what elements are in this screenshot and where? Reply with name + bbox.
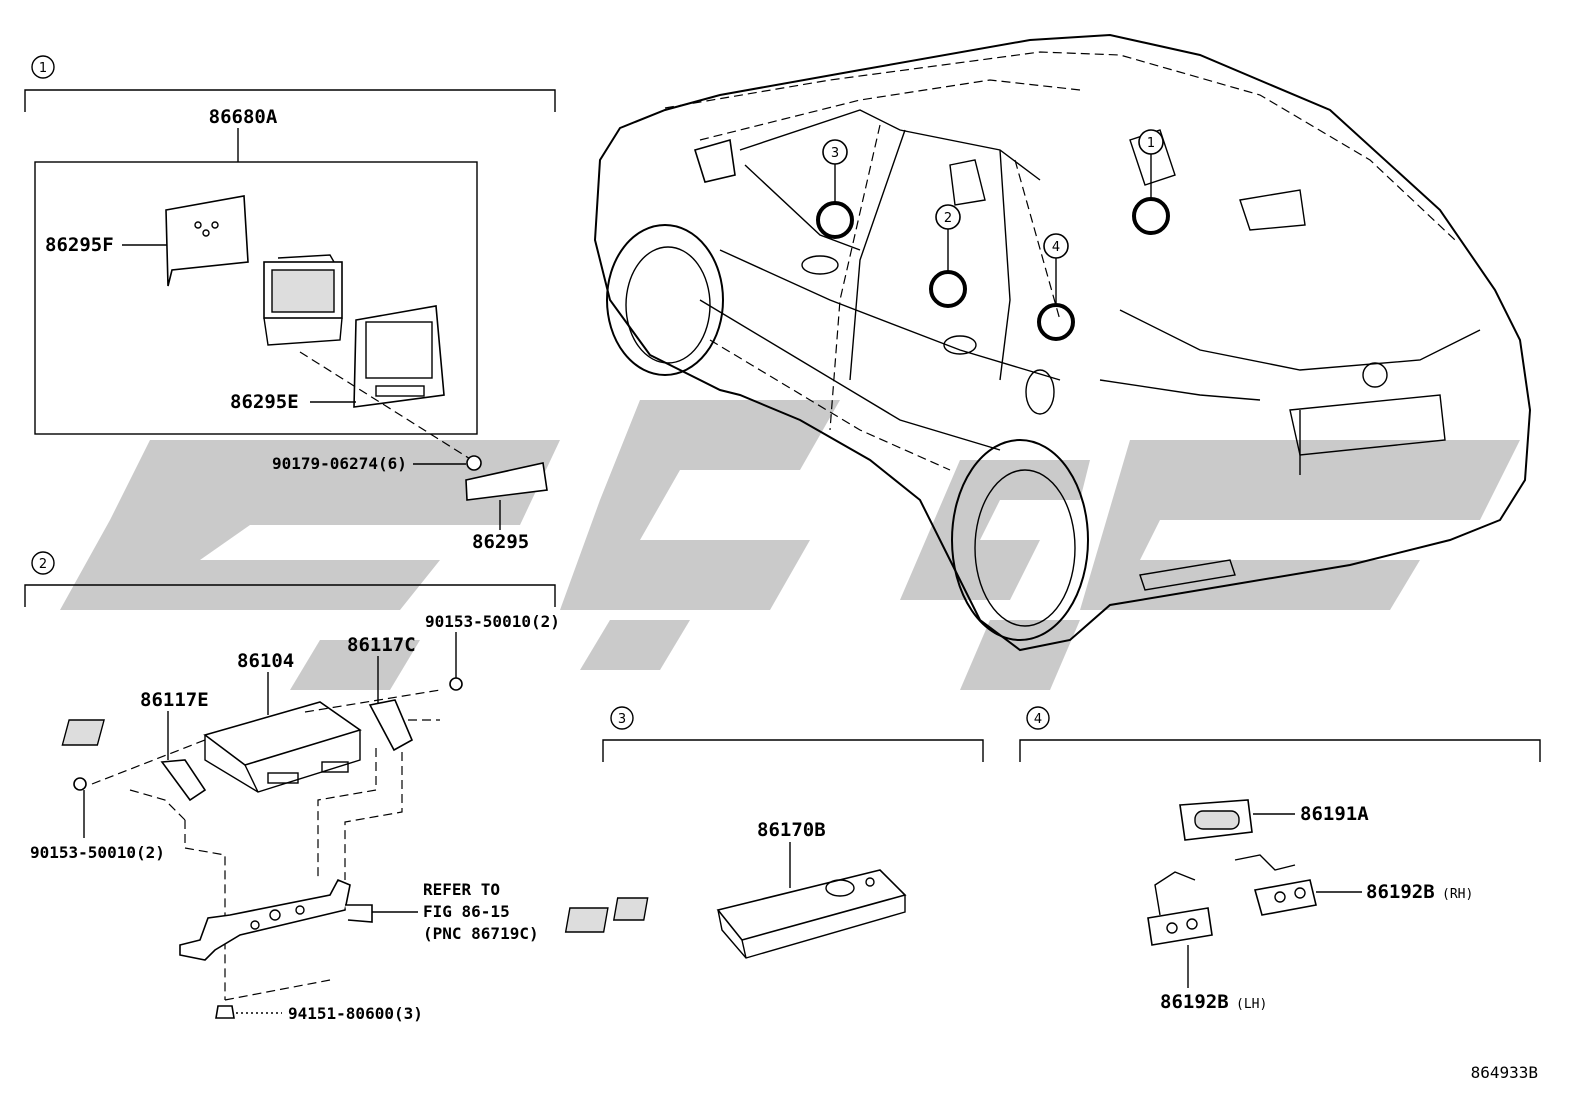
label-86117C: 86117C [347, 634, 416, 656]
screw-90179 [466, 455, 482, 471]
label-90179-06274: 90179-06274(6) [272, 454, 407, 473]
vehicle-location-3 [816, 201, 854, 239]
bracket-86117E [160, 759, 207, 802]
label-rh: (RH) [1442, 887, 1473, 902]
section-2-number: 2 [39, 557, 47, 572]
section-3: 3 86170B [564, 706, 984, 959]
section-4-number: 4 [1034, 712, 1042, 727]
vehicle-callout-4: 4 [1052, 240, 1060, 255]
vehicle-callout-2: 2 [944, 211, 952, 226]
bolt-90153-left [73, 777, 87, 791]
section-3-number: 3 [618, 712, 626, 727]
watermark-logo [60, 400, 1520, 690]
lower-bracket [179, 878, 373, 961]
label-86170B: 86170B [757, 819, 826, 841]
label-90153-left: 90153-50010(2) [30, 843, 165, 862]
label-lh: (LH) [1236, 997, 1267, 1012]
label-86295E: 86295E [230, 391, 299, 413]
vehicle-location-2 [929, 270, 967, 308]
remote-control-86170B [564, 869, 907, 959]
section-3-bracket [602, 739, 984, 762]
badge-86295 [465, 462, 548, 501]
label-86295F: 86295F [45, 234, 114, 256]
bolt-90153-top [449, 677, 463, 691]
label-94151: 94151-80600(3) [288, 1004, 423, 1023]
label-86104: 86104 [237, 650, 294, 672]
section-3-marker [610, 706, 634, 730]
vehicle-location-4 [1037, 303, 1075, 341]
section-4-bracket [1019, 739, 1541, 762]
switch-86192B-lh [1147, 871, 1213, 946]
label-86192B-lh: 86192B [1160, 991, 1229, 1013]
bezel-86295E [353, 305, 445, 408]
section-2-marker [31, 551, 55, 575]
label-86680A: 86680A [209, 106, 278, 128]
section-1-marker [31, 55, 55, 79]
vehicle-callout-3: 3 [831, 146, 839, 161]
label-refer-3: (PNC 86719C) [423, 924, 539, 943]
section-2-bracket [24, 584, 556, 607]
bracket-86117C [368, 699, 414, 752]
vehicle-illustration: 3 2 4 1 [593, 33, 1532, 652]
label-90153-top: 90153-50010(2) [425, 612, 560, 631]
label-refer-2: FIG 86-15 [423, 902, 510, 921]
figure-id: 864933B [1471, 1063, 1538, 1082]
label-86295: 86295 [472, 531, 529, 553]
ecu-86104 [61, 701, 362, 793]
section-1: 1 86680A 86295F 86295E [24, 55, 556, 463]
cover-86295F [165, 195, 249, 287]
label-86191A: 86191A [1300, 803, 1369, 825]
section-4: 4 86191A 86192B (RH) 86192B (LH) [1019, 706, 1541, 1013]
switch-86192B-rh [1234, 854, 1317, 916]
label-86117E: 86117E [140, 689, 209, 711]
vehicle-location-1 [1132, 197, 1170, 235]
section-2: 2 90153-50010(2) 86104 86117C 86117E [24, 551, 560, 1023]
assembly-box [34, 161, 478, 435]
section-1-number: 1 [39, 61, 47, 76]
nut-94151 [215, 1005, 235, 1019]
section-1-bracket [24, 89, 556, 112]
vehicle-callout-1: 1 [1147, 136, 1155, 151]
label-86192B-rh: 86192B [1366, 881, 1435, 903]
section-4-marker [1026, 706, 1050, 730]
switch-86191A [1179, 799, 1253, 841]
label-refer-1: REFER TO [423, 880, 500, 899]
display-unit [263, 254, 343, 346]
